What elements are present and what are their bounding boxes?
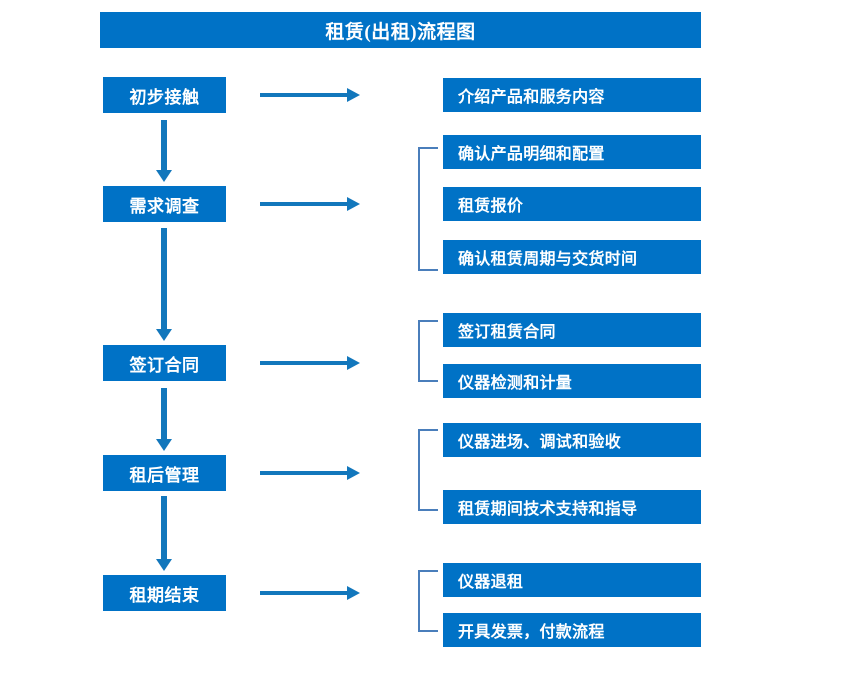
- detail-box-4[interactable]: 确认租赁周期与交货时间: [443, 240, 701, 274]
- detail-box-1[interactable]: 介绍产品和服务内容: [443, 78, 701, 112]
- stage-box-4[interactable]: 租后管理: [103, 455, 226, 491]
- detail-arrow-right-1: [260, 88, 360, 102]
- detail-box-7[interactable]: 仪器进场、调试和验收: [443, 423, 701, 457]
- flowchart-title: 租赁(出租)流程图: [100, 12, 701, 48]
- detail-box-9[interactable]: 仪器退租: [443, 563, 701, 597]
- detail-box-3[interactable]: 租赁报价: [443, 187, 701, 221]
- detail-arrow-right-5: [260, 586, 360, 600]
- detail-arrow-right-2: [260, 197, 360, 211]
- detail-box-5[interactable]: 签订租赁合同: [443, 313, 701, 347]
- group-bracket-2: [418, 147, 438, 271]
- stage-box-5[interactable]: 租期结束: [103, 575, 226, 611]
- group-bracket-4: [418, 429, 438, 511]
- detail-box-2[interactable]: 确认产品明细和配置: [443, 135, 701, 169]
- stage-box-2[interactable]: 需求调查: [103, 186, 226, 222]
- group-bracket-3: [418, 320, 438, 382]
- detail-box-6[interactable]: 仪器检测和计量: [443, 364, 701, 398]
- flow-arrow-down-3: [156, 388, 172, 451]
- stage-box-3[interactable]: 签订合同: [103, 345, 226, 381]
- group-bracket-5: [418, 570, 438, 632]
- detail-box-10[interactable]: 开具发票，付款流程: [443, 613, 701, 647]
- detail-arrow-right-4: [260, 466, 360, 480]
- stage-box-1[interactable]: 初步接触: [103, 77, 226, 113]
- flow-arrow-down-1: [156, 120, 172, 182]
- flow-arrow-down-4: [156, 496, 172, 571]
- flow-arrow-down-2: [156, 228, 172, 341]
- detail-box-8[interactable]: 租赁期间技术支持和指导: [443, 490, 701, 524]
- detail-arrow-right-3: [260, 356, 360, 370]
